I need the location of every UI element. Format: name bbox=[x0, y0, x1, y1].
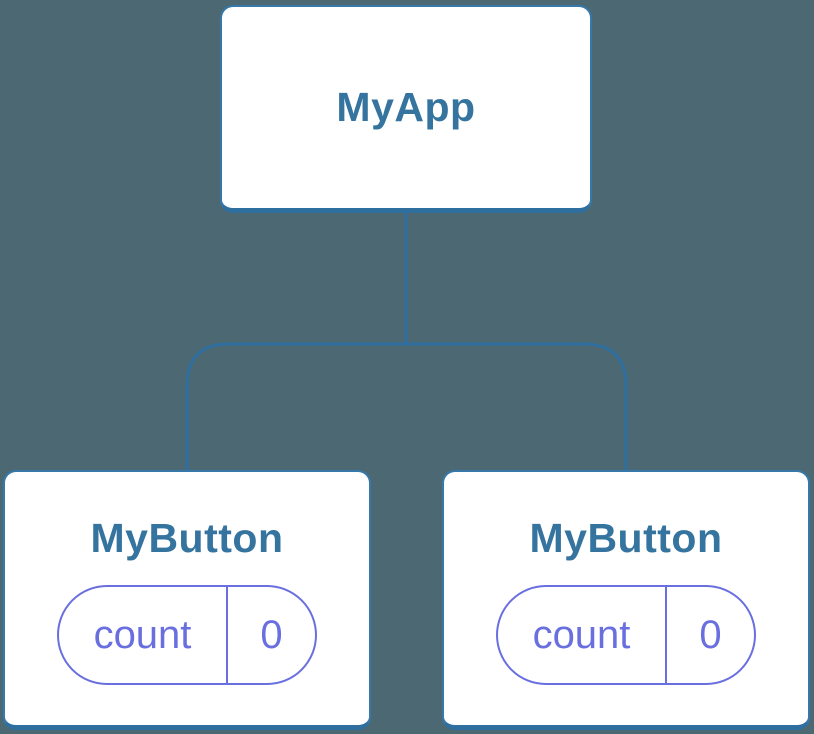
component-node-child-left: MyButton count 0 bbox=[3, 470, 371, 730]
child-node-label: MyButton bbox=[90, 515, 284, 561]
component-node-child-right: MyButton count 0 bbox=[442, 470, 810, 730]
state-value-label: 0 bbox=[260, 612, 283, 657]
state-value-label: 0 bbox=[699, 612, 722, 657]
component-node-root: MyApp bbox=[220, 5, 592, 213]
child-node-label: MyButton bbox=[529, 515, 723, 561]
state-key-label: count bbox=[498, 587, 667, 684]
state-key-label: count bbox=[59, 587, 228, 684]
state-pill: count 0 bbox=[57, 585, 317, 686]
state-pill: count 0 bbox=[496, 585, 756, 686]
connector-branch bbox=[185, 342, 628, 471]
root-node-label: MyApp bbox=[336, 83, 476, 130]
